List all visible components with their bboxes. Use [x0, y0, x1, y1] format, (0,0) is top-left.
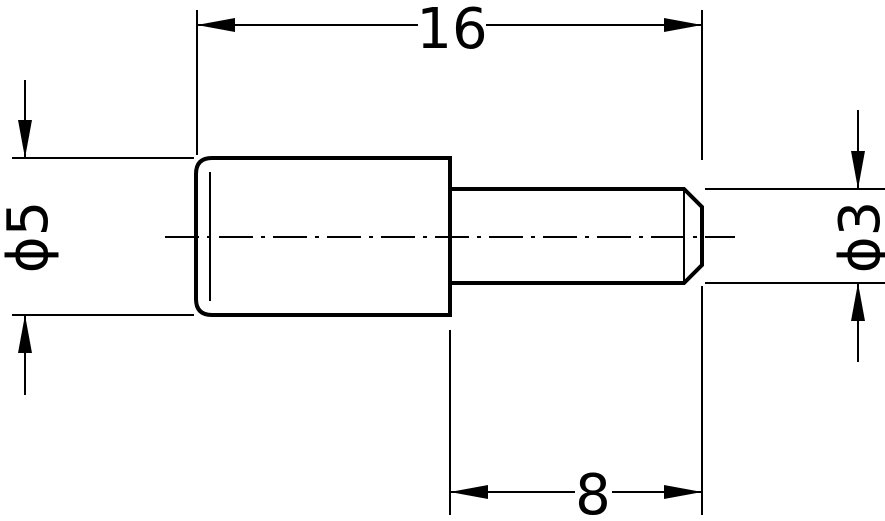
arrow-left-icon	[450, 485, 488, 499]
dimension-small-length: 8	[450, 463, 702, 521]
arrow-right-icon	[664, 18, 702, 32]
large-cylinder-outline	[194, 156, 452, 317]
arrow-up-icon	[851, 283, 865, 321]
arrow-right-icon	[664, 485, 702, 499]
arrow-up-icon	[18, 315, 32, 353]
overall-length-label: 16	[416, 0, 487, 62]
small-diameter-label: ϕ3	[828, 201, 885, 274]
arrow-left-icon	[197, 18, 235, 32]
dimension-large-diameter: ϕ5	[0, 80, 61, 395]
arrow-down-icon	[18, 120, 32, 158]
shelf-pin-part	[165, 156, 735, 317]
dimension-small-diameter: ϕ3	[828, 110, 885, 362]
small-pin-outline	[450, 187, 704, 285]
small-length-label: 8	[575, 463, 611, 521]
dimension-overall-length: 16	[197, 0, 702, 62]
arrow-down-icon	[851, 151, 865, 189]
large-diameter-label: ϕ5	[0, 201, 61, 274]
extension-lines	[12, 10, 885, 515]
